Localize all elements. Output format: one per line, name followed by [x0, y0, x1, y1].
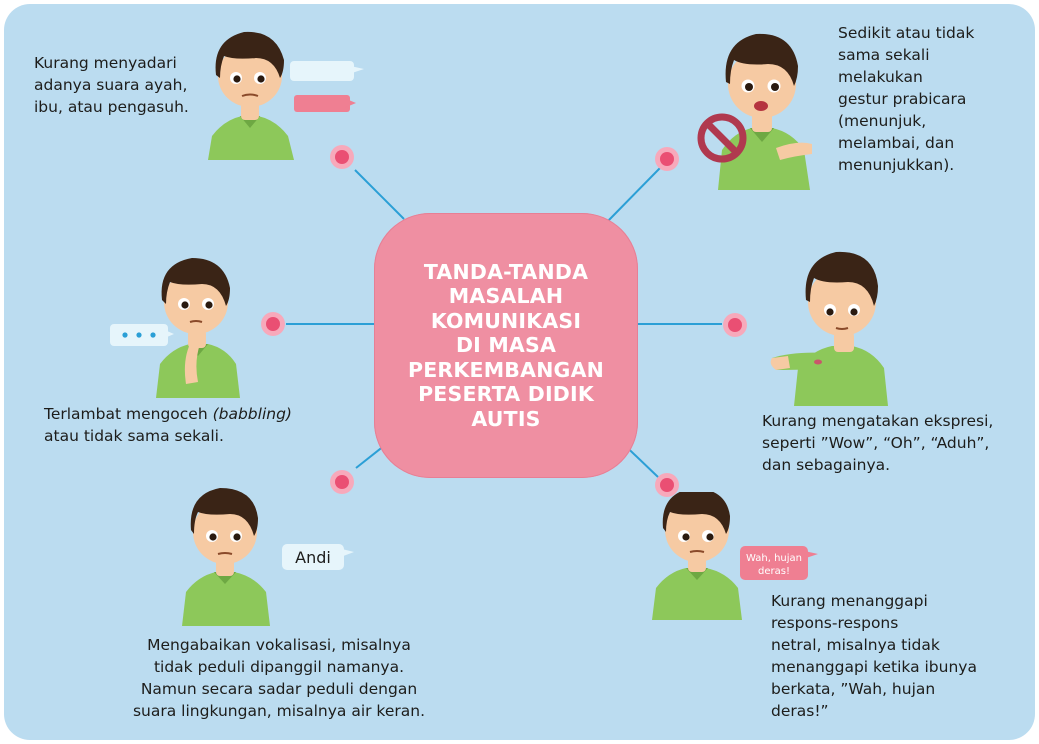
- boy-gesture-illustration: [697, 33, 812, 190]
- center-topic-box: TANDA-TANDA MASALAH KOMUNIKASI DI MASA P…: [374, 213, 638, 478]
- item-text-mid-right: Kurang mengatakan ekspresi, seperti ”Wow…: [762, 412, 994, 474]
- center-title: TANDA-TANDA MASALAH KOMUNIKASI DI MASA P…: [408, 259, 604, 431]
- boy-neutral-response-illustration: Wah, hujan deras!: [652, 492, 818, 620]
- item-text-top-right: Sedikit atau tidak sama sekali melakukan…: [838, 24, 975, 174]
- boy-thinking-illustration: [110, 258, 240, 398]
- boy-scratched-arm-illustration: [770, 251, 888, 406]
- rain-bubble-line1: Wah, hujan: [746, 553, 802, 564]
- connector-top-right: [607, 167, 661, 222]
- rain-bubble-line2: deras!: [758, 566, 790, 577]
- mid-left-text-italic: (babbling): [212, 405, 292, 423]
- mid-left-text-part: Terlambat mengoceh: [44, 405, 213, 423]
- item-text-top-left: Kurang menyadari adanya suara ayah, ibu,…: [34, 54, 189, 116]
- node-dot-mid-left: [261, 312, 285, 336]
- boy-named-illustration: Andi: [182, 488, 354, 626]
- item-text-mid-left: Terlambat mengoceh (babbling) atau tidak…: [44, 403, 292, 447]
- item-text-bottom-right: Kurang menanggapi respons-respons netral…: [771, 592, 977, 720]
- connector-top-left: [354, 169, 405, 220]
- item-text-bottom-left: Mengabaikan vokalisasi, misalnya tidak p…: [132, 636, 426, 720]
- mid-left-text-part2: atau tidak sama sekali.: [44, 427, 224, 445]
- node-dot-bottom-left: [330, 470, 354, 494]
- name-bubble-text: Andi: [295, 548, 331, 567]
- node-dot-mid-right: [723, 313, 747, 337]
- node-dot-top-left: [330, 145, 354, 169]
- boy-listening-illustration: [208, 31, 364, 160]
- node-dot-top-right: [655, 147, 679, 171]
- node-dot-bottom-right: [655, 473, 679, 497]
